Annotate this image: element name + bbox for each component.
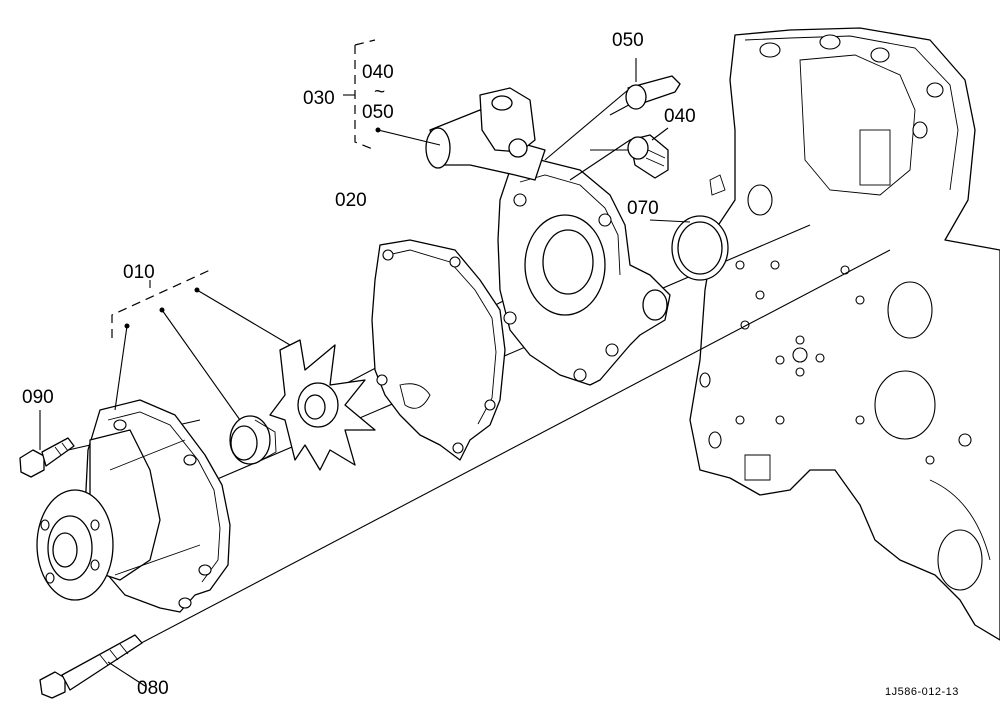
bolt-090 bbox=[19, 410, 75, 478]
label-050: 050 bbox=[612, 30, 644, 51]
label-070: 070 bbox=[627, 198, 659, 219]
label-010: 010 bbox=[123, 262, 155, 283]
plug-040 bbox=[569, 127, 669, 181]
gasket-020 bbox=[371, 239, 506, 461]
label-040-range-start: 040 bbox=[362, 62, 394, 83]
bracket-030 bbox=[343, 39, 441, 151]
label-090: 090 bbox=[22, 387, 54, 408]
label-080: 080 bbox=[137, 678, 169, 699]
mechanical-seal bbox=[229, 415, 277, 465]
engine-block bbox=[689, 27, 1000, 641]
drawing-code: 1J586-012-13 bbox=[885, 686, 959, 698]
pump-housing-030 bbox=[425, 87, 671, 386]
label-040: 040 bbox=[664, 106, 696, 127]
label-020: 020 bbox=[335, 190, 367, 211]
impeller bbox=[269, 339, 376, 471]
water-pump-body-010 bbox=[36, 399, 231, 613]
fitting-050 bbox=[544, 58, 681, 161]
bracket-010 bbox=[111, 269, 291, 421]
label-range-tilde: ~ bbox=[374, 82, 385, 103]
label-050-range-end: 050 bbox=[362, 102, 394, 123]
o-ring-070 bbox=[649, 215, 729, 281]
bolt-080 bbox=[39, 634, 146, 699]
label-030: 030 bbox=[303, 88, 335, 109]
